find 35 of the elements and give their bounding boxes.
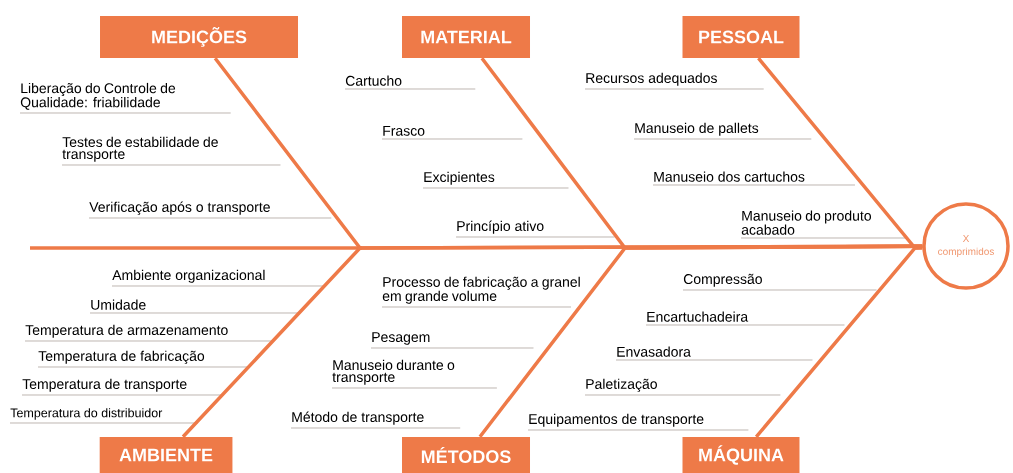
cause-label: Umidade [89, 299, 301, 314]
cause-label: Manuseio de pallets [633, 122, 812, 140]
cause-label: Manuseio do produto acabado [740, 210, 906, 239]
cause-label: Encartuchadeira [645, 311, 845, 326]
cause-label: Frasco [381, 126, 523, 140]
bone-line [478, 244, 923, 438]
cause-label: Envasadora [615, 346, 813, 361]
cause-label: Temperatura de armazenamento [24, 324, 275, 342]
cause-label: Temperatura de fabricação [37, 350, 251, 368]
cause-label: Compressão [682, 273, 877, 291]
cause-label: Ambiente organizacional [111, 269, 326, 287]
cause-label: Equipamentos de transporte [527, 413, 749, 431]
bone-line [754, 245, 923, 438]
cause-label: Recursos adequados [584, 72, 765, 90]
bone-line [181, 244, 923, 438]
cause-label: Método de transporte [290, 411, 461, 429]
cause-label: Pesagem [370, 332, 534, 349]
cause-label: Temperatura do distribuidor [9, 408, 199, 424]
category-box: MATERIAL [402, 16, 530, 58]
cause-label: Testes de estabilidade de transporte [61, 136, 281, 166]
category-box: MÁQUINA [682, 437, 800, 473]
category-box: MEDIÇÕES [100, 16, 298, 58]
cause-label: Cartucho [344, 75, 476, 90]
cause-label: Paletização [584, 378, 781, 396]
cause-label: Manuseio durante o transporte [331, 359, 498, 389]
cause-label: Liberação do Controle de Qualidade: friabilidade [19, 82, 232, 114]
category-box: PESSOAL [682, 16, 800, 58]
cause-label: Processo de fabricação a granel em grande volume [381, 276, 580, 308]
cause-label: Manuseio dos cartuchos [652, 171, 856, 186]
cause-label: Excipientes [422, 171, 569, 189]
category-box: MÉTODOS [402, 437, 530, 473]
cause-label: Temperatura de transporte [21, 378, 225, 396]
cause-label: Verificação após o transporte [88, 201, 332, 219]
cause-label: Princípio ativo [455, 220, 615, 238]
category-box: AMBIENTE [99, 437, 233, 473]
